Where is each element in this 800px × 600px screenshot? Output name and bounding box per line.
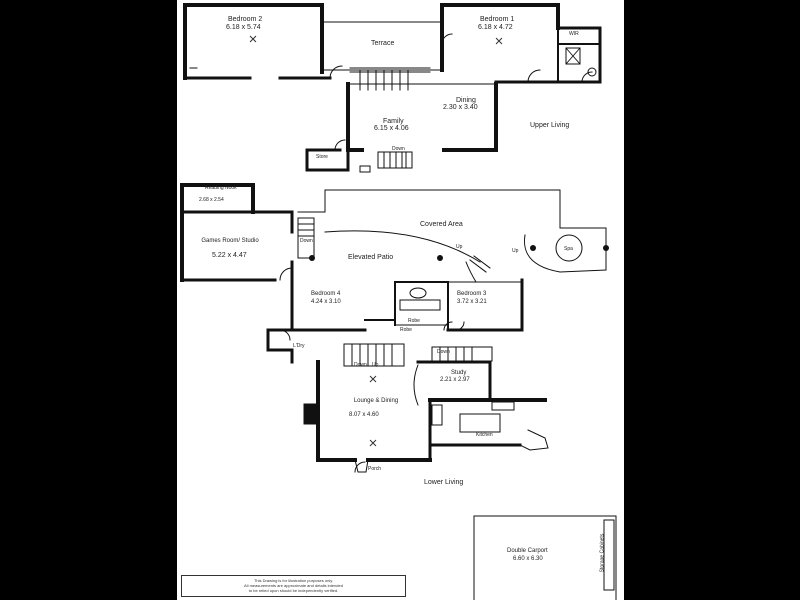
- ceiling-light-icons: [249, 35, 503, 447]
- reading-nook-dims: 2.68 x 2.54: [199, 197, 224, 203]
- disclaimer-line-3: to be relied upon should be independentl…: [248, 588, 339, 593]
- bedrooms-3-4-walls: [290, 278, 524, 332]
- bedroom-4-dims: 4.24 x 3.10: [311, 299, 341, 305]
- games-room-walls: [180, 183, 294, 282]
- stairs-up-lower-label: Up: [372, 362, 379, 368]
- bedroom-3-label: Bedroom 3: [457, 291, 487, 297]
- bedroom-2-label: Bedroom 2: [228, 16, 263, 23]
- games-room-dims: 5.22 x 4.47: [212, 252, 247, 259]
- patio-down-label: Down: [300, 238, 313, 244]
- lower-living-caption: Lower Living: [424, 479, 464, 486]
- stairs-down-label: Down: [392, 146, 405, 152]
- storage-cabinets-label: Storage Cabinets: [599, 533, 606, 573]
- lounge-walls: [303, 360, 432, 473]
- elevated-patio-label: Elevated Patio: [348, 254, 394, 261]
- store-label: Store: [316, 154, 328, 160]
- bedroom-1-label: Bedroom 1: [480, 16, 515, 23]
- spa-label: Spa: [564, 246, 573, 252]
- carport-dims: 6.60 x 6.30: [513, 556, 543, 562]
- dining-dims: 2.30 x 3.40: [443, 104, 478, 111]
- stairs-down-lower-label: Down: [354, 362, 367, 368]
- carport-walls: [473, 515, 617, 600]
- study-dims: 2.21 x 2.97: [440, 377, 470, 383]
- disclaimer-line-2: All measurements are approximate and det…: [244, 583, 343, 588]
- bedroom-1-dims: 6.18 x 4.72: [478, 24, 513, 31]
- family-dining-walls: [305, 82, 498, 173]
- terrace-walls: [321, 21, 453, 91]
- bedroom-1-walls: [440, 3, 602, 84]
- upper-living-caption: Upper Living: [530, 122, 570, 129]
- carport-label: Double Carport: [507, 548, 548, 554]
- wir-label: WIR: [569, 31, 579, 37]
- porch-label: Porch: [368, 466, 382, 472]
- games-room-label: Games Room/ Studio: [201, 238, 259, 244]
- patio-up-label: Up: [456, 244, 463, 250]
- disclaimer-box: This Drawing is for illustration purpose…: [181, 575, 406, 597]
- kitchen-label: Kitchen: [476, 432, 493, 438]
- lounge-label: Lounge & Dining: [353, 398, 399, 404]
- bedroom-3-dims: 3.72 x 3.21: [457, 299, 487, 305]
- family-dims: 6.15 x 4.06: [374, 125, 409, 132]
- robe-label-2: Robe: [400, 327, 412, 333]
- laundry-label: L'Dry: [293, 343, 305, 349]
- study-kitchen-walls: [416, 360, 549, 451]
- columns: [309, 245, 609, 261]
- patio-walls: [297, 189, 607, 283]
- bedroom-2-dims: 6.18 x 5.74: [226, 24, 261, 31]
- terrace-label: Terrace: [371, 40, 395, 47]
- spa-up-label: Up: [512, 248, 519, 254]
- lounge-dims: 8.07 x 4.60: [349, 412, 379, 418]
- disclaimer-line-1: This Drawing is for illustration purpose…: [253, 578, 334, 583]
- robe-label-1: Robe: [408, 318, 420, 324]
- family-label: Family: [383, 118, 404, 125]
- covered-area-label: Covered Area: [420, 221, 463, 228]
- reading-nook-label: Reading Nook: [205, 185, 237, 191]
- study-down-label: Down: [437, 349, 450, 355]
- study-label: Study: [451, 370, 467, 376]
- laundry-walls: [266, 328, 493, 367]
- bedroom-2-walls: [183, 3, 332, 80]
- dining-label: Dining: [456, 97, 476, 104]
- bedroom-4-label: Bedroom 4: [311, 291, 341, 297]
